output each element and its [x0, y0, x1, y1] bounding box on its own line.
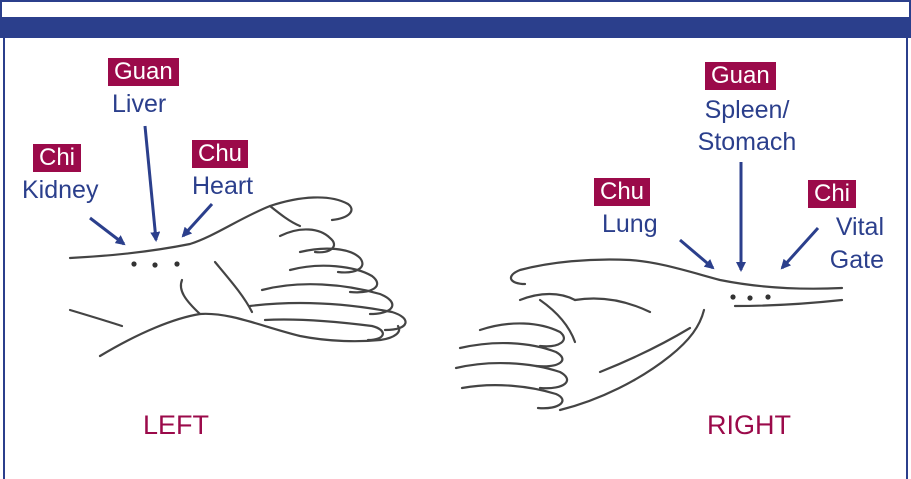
- left-guan-organ: Liver: [112, 90, 166, 119]
- right-chi-organ-line2: Gate: [800, 246, 884, 275]
- right-guan-organ-line1: Spleen/: [684, 96, 810, 125]
- arrow-right-chu: [680, 240, 713, 268]
- left-pulse-dots: [131, 261, 179, 267]
- arrow-left-chu: [183, 204, 212, 236]
- left-chi-organ: Kidney: [22, 176, 98, 205]
- right-side-label: RIGHT: [707, 410, 791, 440]
- right-pulse-dots: [730, 294, 770, 300]
- right-chu-tag: Chu: [594, 178, 650, 206]
- left-side-label: LEFT: [143, 410, 209, 440]
- right-chu-organ: Lung: [602, 210, 658, 239]
- right-hand-sketch: [456, 259, 842, 410]
- left-hand-sketch: [70, 197, 406, 356]
- right-chi-organ-line1: Vital: [800, 213, 884, 242]
- left-guan-tag: Guan: [108, 58, 179, 86]
- left-chi-tag: Chi: [33, 144, 81, 172]
- left-chu-tag: Chu: [192, 140, 248, 168]
- right-guan-organ-line2: Stomach: [684, 128, 810, 157]
- right-guan-tag: Guan: [705, 62, 776, 90]
- right-chi-tag: Chi: [808, 180, 856, 208]
- arrow-left-guan: [145, 126, 156, 240]
- arrow-left-chi: [90, 218, 124, 244]
- left-chu-organ: Heart: [192, 172, 253, 201]
